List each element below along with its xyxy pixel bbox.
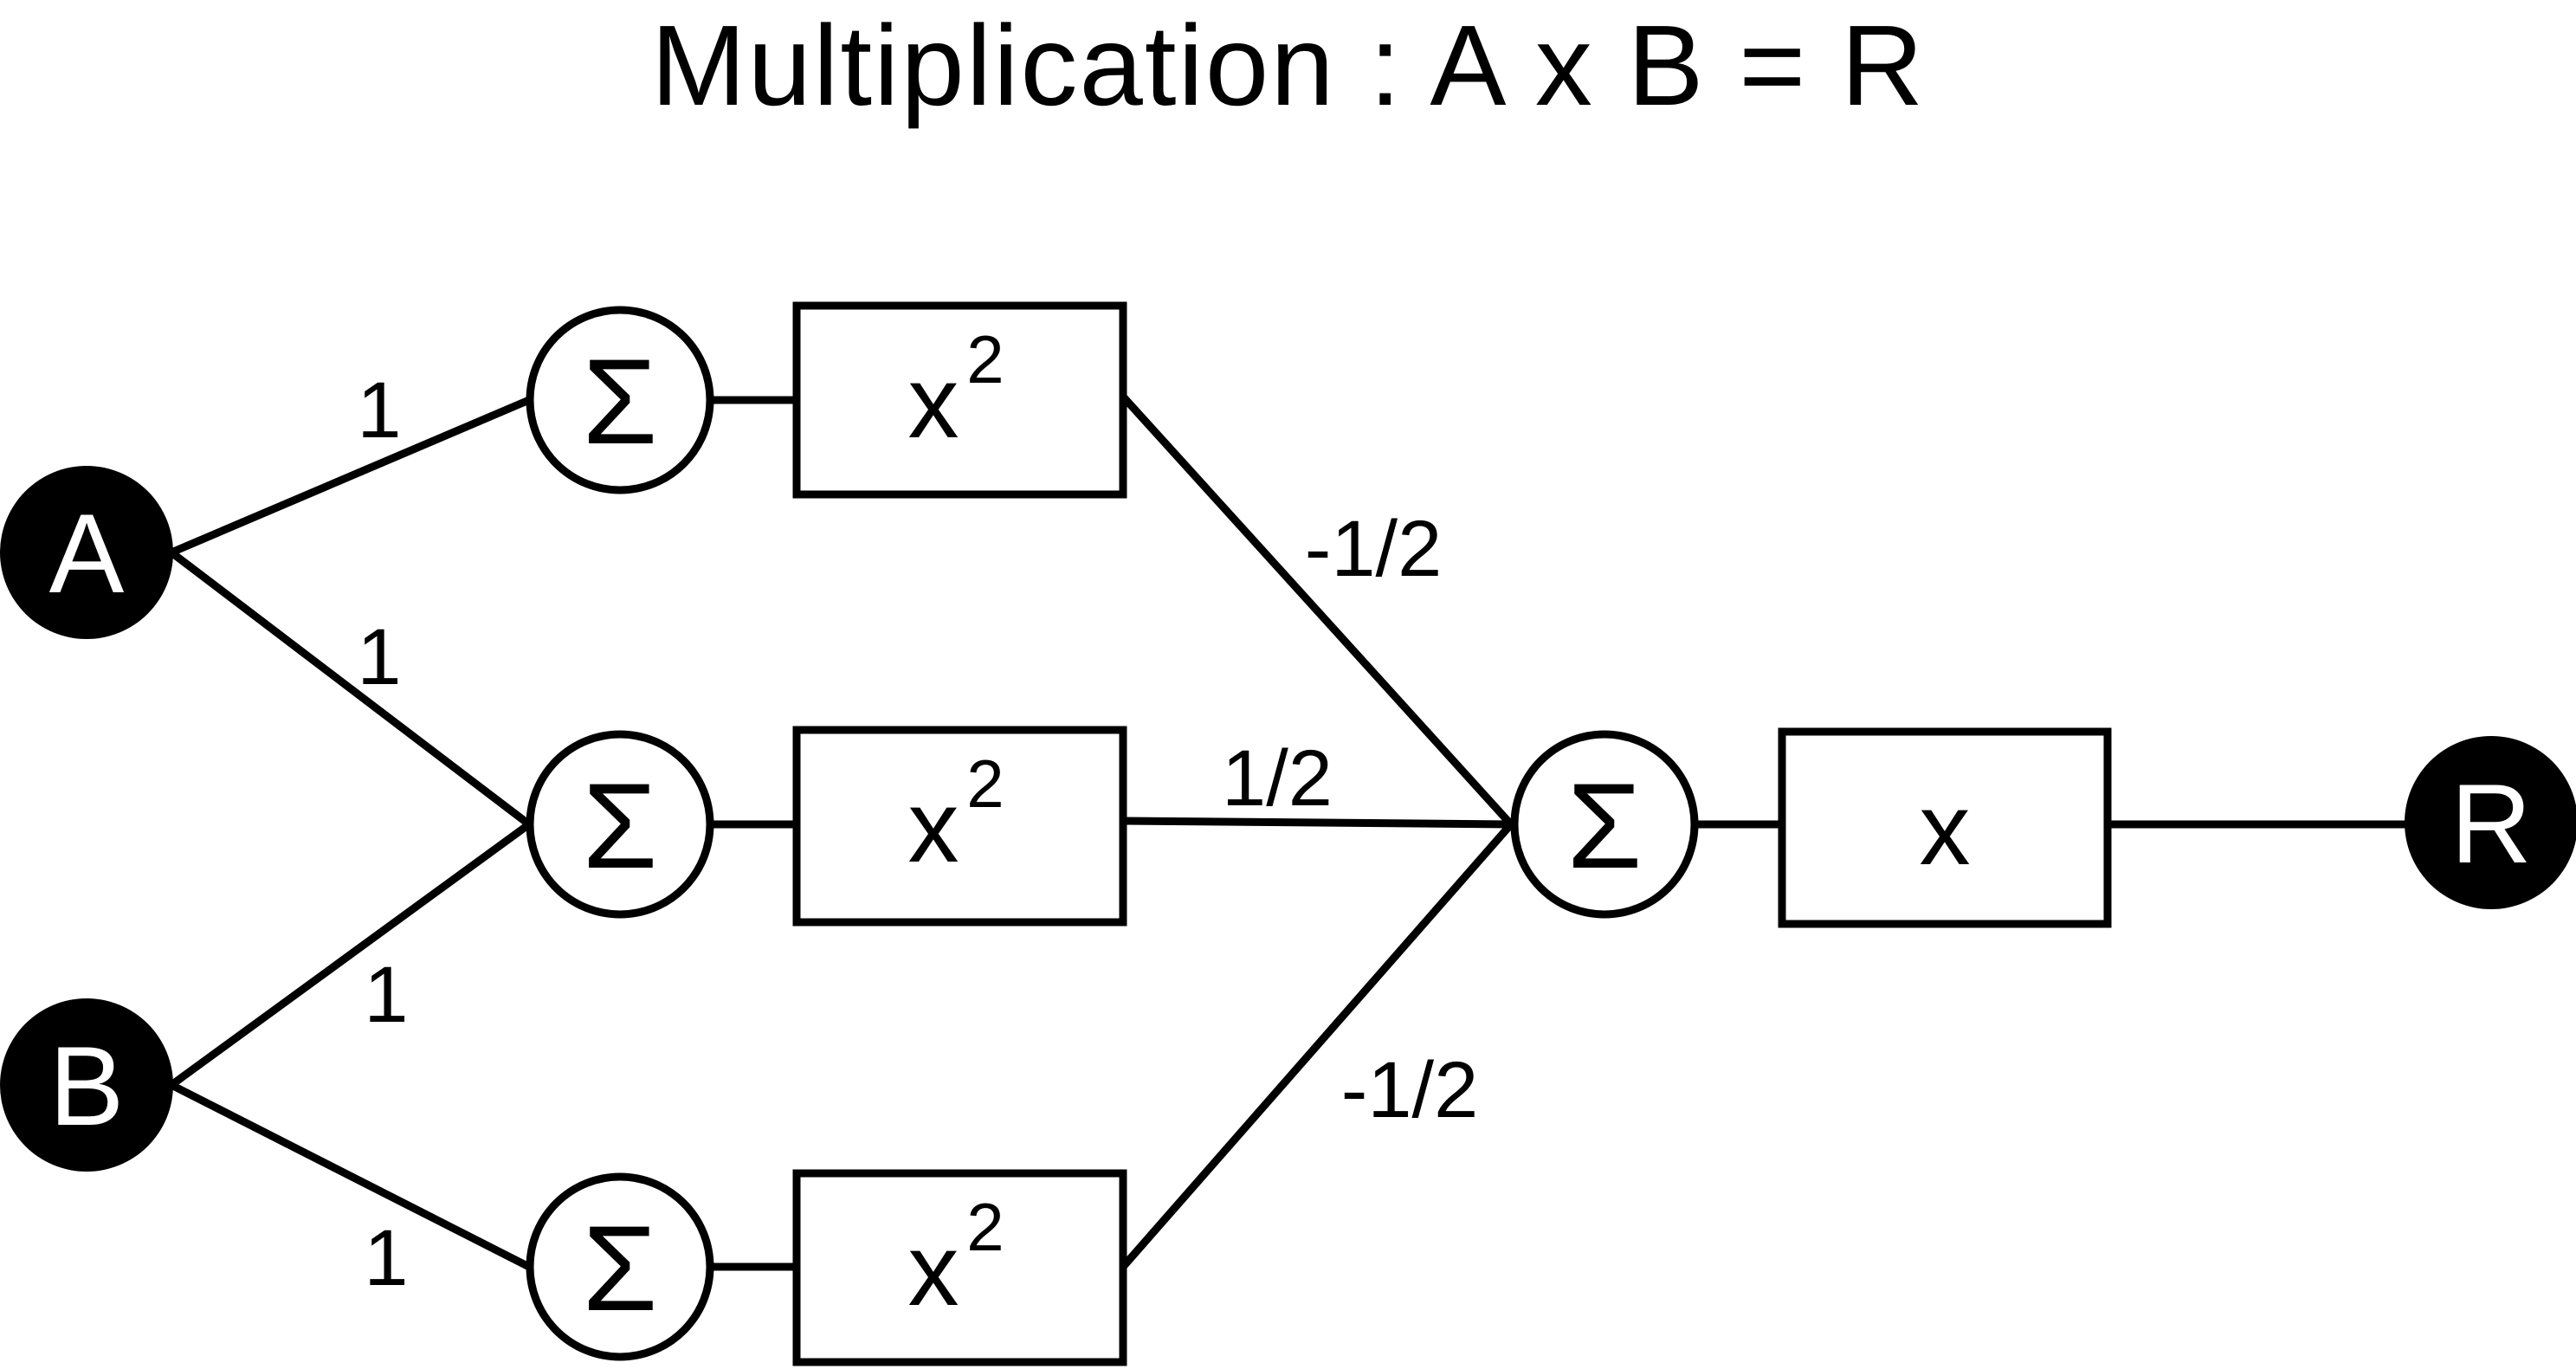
weight-top-to-sum: -1/2 (1305, 505, 1443, 593)
square-exponent-top: 2 (966, 321, 1004, 397)
sum-node-middle (526, 730, 714, 919)
edge-middle-square-to-final-sum (1122, 817, 1512, 829)
square-exponent-middle: 2 (966, 746, 1004, 822)
input-label-b: B (49, 1023, 125, 1149)
final-x-box (1778, 727, 2112, 928)
weight-b-to-middle: 1 (364, 951, 408, 1039)
sum-symbol-middle: Σ (583, 758, 658, 894)
sum-symbol-final: Σ (1567, 758, 1643, 894)
weight-bottom-to-sum: -1/2 (1341, 1046, 1479, 1134)
sum-node-bottom (526, 1172, 714, 1361)
square-base-bottom: x (908, 1213, 959, 1327)
edge-bottom-square-to-final-sum (1120, 822, 1514, 1269)
input-label-a: A (49, 490, 125, 617)
weight-a-to-middle: 1 (357, 613, 401, 701)
square-base-top: x (908, 345, 959, 460)
square-base-middle: x (908, 770, 959, 884)
sum-node-top (526, 306, 714, 494)
sum-symbol-top: Σ (583, 333, 658, 469)
sum-symbol-bottom: Σ (583, 1200, 658, 1336)
edge-b-to-middle-sum (169, 821, 532, 1088)
square-box-top (792, 301, 1127, 499)
square-box-middle (792, 726, 1127, 927)
sum-node-final (1510, 730, 1699, 919)
output-node-r (2405, 736, 2576, 909)
diagram-title: Multiplication : A x B = R (650, 1, 1926, 129)
edge-b-to-bottom-sum (169, 1081, 532, 1271)
edge-top-square-to-final-sum (1120, 393, 1514, 828)
input-node-a (0, 466, 173, 639)
input-node-b (0, 998, 173, 1172)
edge-a-to-top-sum (170, 396, 531, 557)
final-x-label: x (1920, 772, 1971, 887)
edge-a-to-middle-sum (169, 549, 532, 828)
output-label-r: R (2450, 760, 2532, 887)
square-box-bottom (792, 1169, 1127, 1366)
weight-a-to-top: 1 (357, 366, 401, 455)
square-exponent-bottom: 2 (966, 1189, 1004, 1265)
weight-b-to-bottom: 1 (364, 1214, 408, 1302)
weight-middle-to-sum: 1/2 (1222, 734, 1333, 823)
